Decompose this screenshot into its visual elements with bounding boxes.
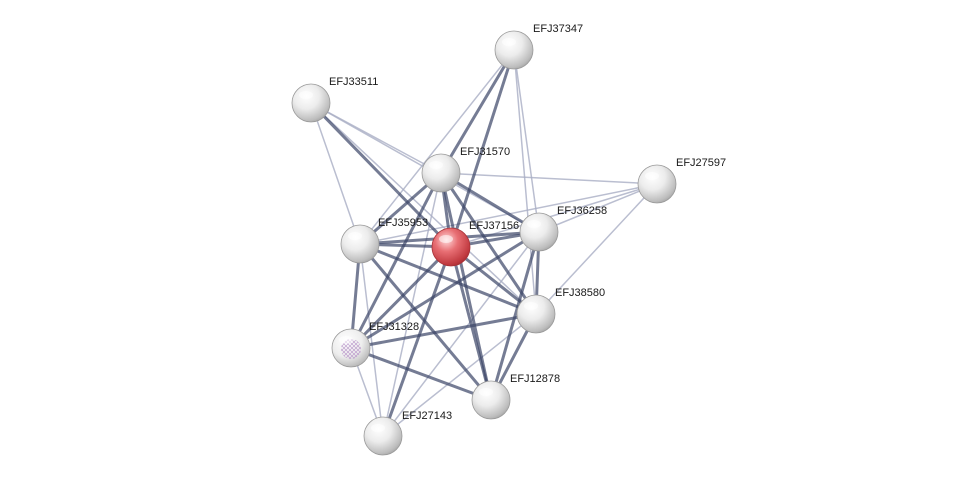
node-sphere[interactable] xyxy=(363,416,403,456)
edge-EFJ35953-EFJ38580 xyxy=(358,242,538,316)
node-highlight xyxy=(339,336,353,344)
edge-EFJ31570-EFJ27597 xyxy=(440,172,658,185)
edge-EFJ37347-EFJ37156 xyxy=(449,48,516,249)
edge-EFJ27597-EFJ38580 xyxy=(535,183,658,315)
edge-EFJ36258-EFJ31328 xyxy=(349,230,541,350)
node-label: EFJ38580 xyxy=(555,287,605,299)
node-sphere[interactable] xyxy=(494,30,534,70)
node-label: EFJ33511 xyxy=(329,76,378,88)
node-highlight xyxy=(348,232,362,240)
edge-EFJ31570-EFJ31328 xyxy=(349,171,443,350)
node-EFJ36258[interactable]: EFJ36258 xyxy=(519,205,607,252)
edge-EFJ35953-EFJ27143 xyxy=(359,243,384,437)
node-EFJ31570[interactable]: EFJ31570 xyxy=(421,146,510,193)
node-highlight xyxy=(502,38,516,46)
node-EFJ27143[interactable]: EFJ27143 xyxy=(363,410,452,456)
node-label: EFJ36258 xyxy=(557,205,607,217)
edge-EFJ37347-EFJ35953 xyxy=(359,49,515,245)
edge-EFJ38580-EFJ31328 xyxy=(349,312,538,350)
edge-EFJ27597-EFJ36258 xyxy=(538,183,658,233)
edge-EFJ37156-EFJ12878 xyxy=(449,245,493,402)
node-sphere[interactable] xyxy=(421,153,461,193)
node-EFJ33511[interactable]: EFJ33511 xyxy=(291,76,378,123)
edge-EFJ33511-EFJ37156 xyxy=(309,101,453,249)
node-label: EFJ37347 xyxy=(533,23,583,35)
node-highlight xyxy=(429,161,443,169)
node-sphere[interactable] xyxy=(519,212,559,252)
node-highlight xyxy=(527,220,541,228)
node-highlight xyxy=(371,424,385,432)
node-EFJ27597[interactable]: EFJ27597 xyxy=(637,157,726,204)
edge-EFJ37347-EFJ36258 xyxy=(513,49,540,233)
node-sphere[interactable] xyxy=(431,227,471,267)
edge-EFJ37347-EFJ38580 xyxy=(513,49,537,315)
node-highlight xyxy=(645,172,659,180)
node-EFJ38580[interactable]: EFJ38580 xyxy=(516,287,605,334)
node-label: EFJ31570 xyxy=(460,146,510,158)
node-label: EFJ31328 xyxy=(369,321,419,333)
node-highlight xyxy=(524,302,538,310)
node-highlight xyxy=(299,91,313,99)
node-highlight xyxy=(479,388,493,396)
node-highlight xyxy=(439,235,453,243)
node-label: EFJ27143 xyxy=(402,410,452,422)
node-EFJ12878[interactable]: EFJ12878 xyxy=(471,373,560,420)
node-EFJ37347[interactable]: EFJ37347 xyxy=(494,23,583,70)
edge-EFJ31570-EFJ38580 xyxy=(439,171,538,316)
node-sphere[interactable] xyxy=(471,380,511,420)
node-EFJ35953[interactable]: EFJ35953 xyxy=(340,217,428,264)
edge-EFJ36258-EFJ27143 xyxy=(382,231,540,437)
edge-EFJ33511-EFJ35953 xyxy=(310,102,361,245)
edge-EFJ37156-EFJ27143 xyxy=(381,245,453,438)
edge-EFJ31328-EFJ12878 xyxy=(349,346,493,402)
node-EFJ31328[interactable]: EFJ31328 xyxy=(331,321,419,368)
node-EFJ37156[interactable]: EFJ37156 xyxy=(431,220,519,267)
node-label: EFJ12878 xyxy=(510,373,560,385)
node-sphere[interactable] xyxy=(291,83,331,123)
nodes-layer: EFJ37347EFJ33511EFJ31570EFJ27597EFJ36258… xyxy=(291,23,726,456)
edge-EFJ36258-EFJ12878 xyxy=(489,230,541,402)
node-sphere[interactable] xyxy=(637,164,677,204)
node-sphere[interactable] xyxy=(516,294,556,334)
node-sphere[interactable] xyxy=(340,224,380,264)
node-label: EFJ37156 xyxy=(469,220,519,232)
edge-EFJ37347-EFJ31570 xyxy=(439,48,516,175)
node-label: EFJ35953 xyxy=(378,217,428,229)
node-label: EFJ27597 xyxy=(676,157,726,169)
edge-EFJ37156-EFJ31328 xyxy=(349,245,453,350)
